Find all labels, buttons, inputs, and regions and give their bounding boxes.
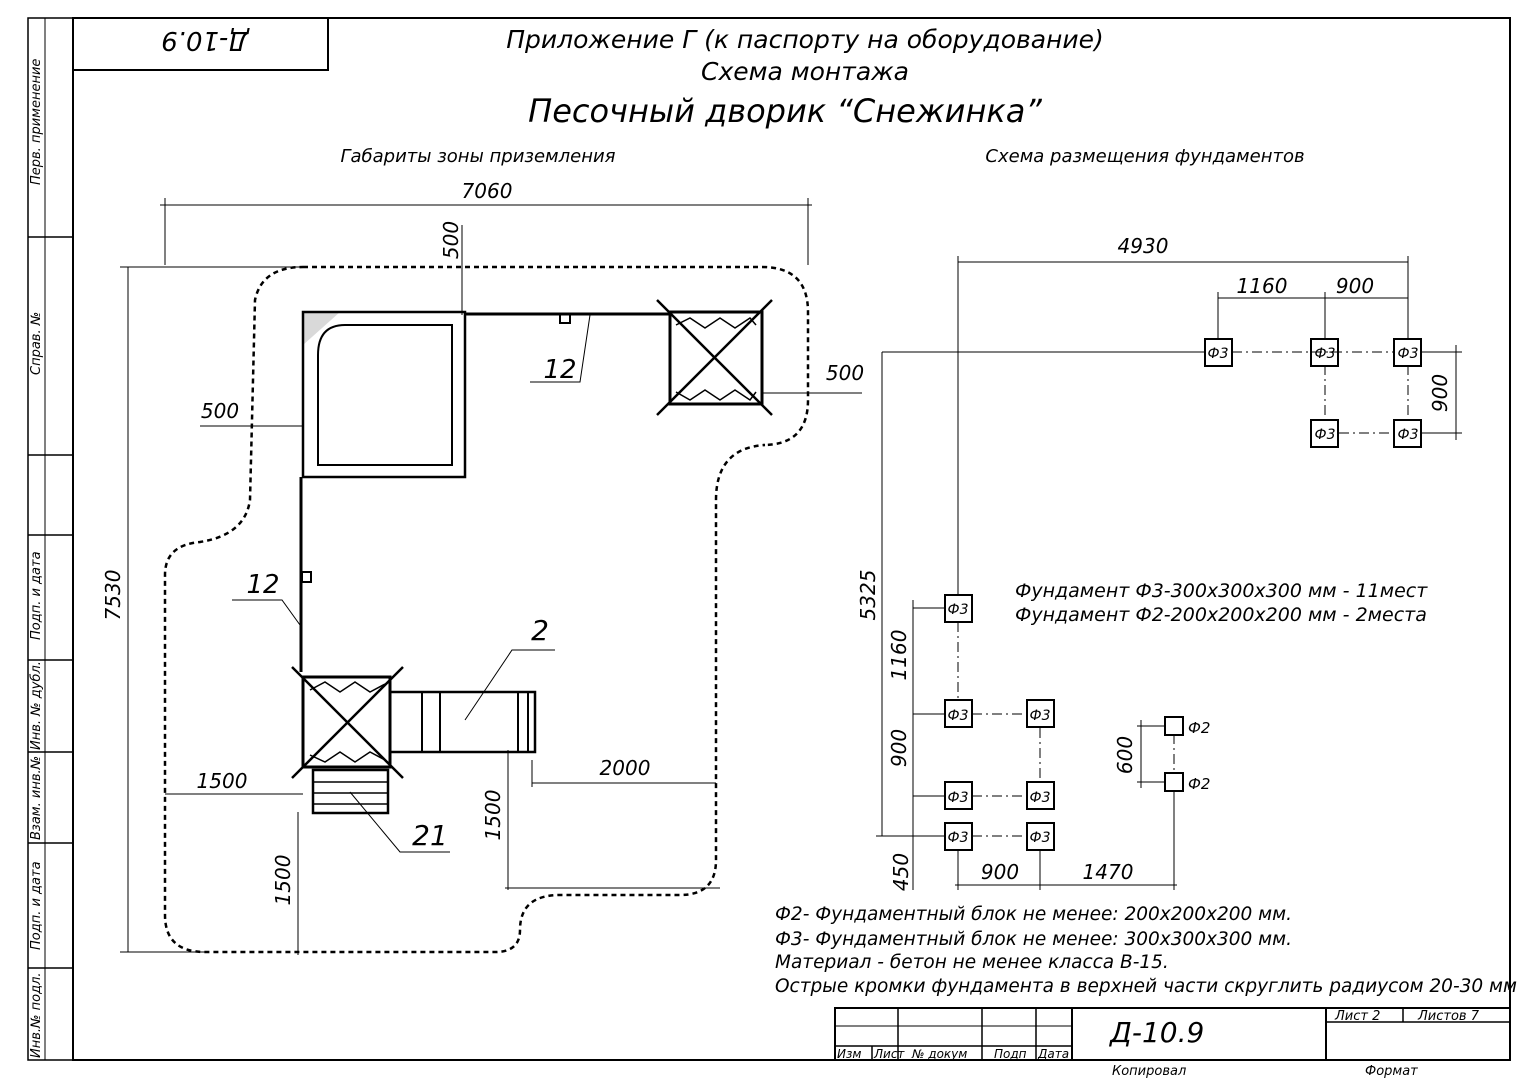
col-list: Лист <box>873 1047 905 1061</box>
foundation-f3: Ф3 <box>1310 419 1339 448</box>
dim-900-bottom: 900 <box>981 860 1019 884</box>
dim-1500-mid: 1500 <box>481 790 505 841</box>
foundation-count-1: Фундамент Ф3-300х300х300 мм - 11мест <box>1015 580 1428 602</box>
foundation-f3: Ф3 <box>944 822 973 851</box>
dim-450: 450 <box>889 853 913 891</box>
title-block <box>834 1007 1511 1061</box>
col-podp: Подп <box>994 1047 1027 1061</box>
svg-text:Ф3: Ф3 <box>948 602 969 618</box>
svg-text:Ф2: Ф2 <box>1188 775 1210 793</box>
dim-1500-left: 1500 <box>197 769 248 793</box>
title-block-sheets: Листов 7 <box>1417 1009 1480 1024</box>
dim-900-left: 900 <box>887 729 911 767</box>
right-dimension-lines <box>876 256 1462 890</box>
foundation-axes <box>957 351 1409 837</box>
svg-text:Ф3: Ф3 <box>1030 830 1051 846</box>
svg-text:Ф3: Ф3 <box>1398 427 1419 443</box>
dim-1470: 1470 <box>1083 860 1134 884</box>
dim-500-right: 500 <box>826 361 864 385</box>
side-label-1: Перв. применение <box>29 59 44 185</box>
left-dimension-lines <box>120 198 862 955</box>
svg-text:Ф2: Ф2 <box>1188 719 1210 737</box>
dim-4930: 4930 <box>1118 234 1169 258</box>
slide <box>388 690 537 754</box>
dim-5325: 5325 <box>856 570 880 621</box>
code-stamp <box>72 17 329 71</box>
foundations-f2: Ф2 Ф2 <box>1164 716 1210 793</box>
foundation-f2: Ф2 <box>1164 772 1210 793</box>
dim-1160-left: 1160 <box>887 630 911 681</box>
foundation-f3: Ф3 <box>944 699 973 728</box>
side-label-2: Справ. № <box>29 312 44 375</box>
side-label-5: Взам. инв.№ <box>29 756 44 840</box>
col-data: Дата <box>1037 1047 1069 1061</box>
side-strip <box>27 17 74 1061</box>
foundation-f3: Ф3 <box>944 594 973 623</box>
side-label-7: Инв.№ подл. <box>29 972 44 1058</box>
svg-text:Ф3: Ф3 <box>1030 790 1051 806</box>
foundation-f3: Ф3 <box>1026 822 1055 851</box>
note-2: Ф3- Фундаментный блок не менее: 300х300х… <box>775 929 1292 950</box>
note-3: Материал - бетон не менее класса В-15. <box>775 952 1169 973</box>
svg-text:Ф3: Ф3 <box>1030 708 1051 724</box>
foundation-f3: Ф3 <box>944 781 973 810</box>
foundations-f3: Ф3 Ф3 Ф3 Ф3 Ф3 Ф3 Ф3 Ф3 Ф3 Ф3 Ф3 Ф3 <box>944 338 1422 851</box>
foundation-f2: Ф2 <box>1164 716 1210 737</box>
svg-text:Ф3: Ф3 <box>1208 346 1229 362</box>
callout-21: 21 <box>412 819 448 852</box>
format-label: Формат <box>1365 1064 1418 1079</box>
title-block-code: Д-10.9 <box>1108 1016 1204 1049</box>
ladder <box>311 768 390 815</box>
dim-900-top: 900 <box>1336 274 1374 298</box>
sandbox-frame <box>299 310 670 672</box>
dim-900-right: 900 <box>1428 374 1452 412</box>
left-title: Габариты зоны приземления <box>340 146 615 167</box>
side-labels: Перв. применение Справ. № Подп. и дата И… <box>29 59 44 1058</box>
title-block-sheet: Лист 2 <box>1334 1009 1380 1024</box>
dim-1160-top: 1160 <box>1237 274 1288 298</box>
dim-500-left: 500 <box>201 399 239 423</box>
foundation-f3: Ф3 <box>1026 699 1055 728</box>
copied-label: Копировал <box>1112 1064 1186 1079</box>
dim-600: 600 <box>1113 736 1137 774</box>
foundation-f3: Ф3 <box>1204 338 1233 367</box>
foundation-f3: Ф3 <box>1310 338 1339 367</box>
landing-zone-outline <box>163 265 810 954</box>
dim-7060: 7060 <box>462 179 513 203</box>
side-label-6: Подп. и дата <box>29 861 44 950</box>
tower-bottom-left <box>291 666 404 779</box>
svg-text:Ф3: Ф3 <box>948 830 969 846</box>
foundation-f3: Ф3 <box>1393 338 1422 367</box>
foundation-count-2: Фундамент Ф2-200х200х200 мм - 2места <box>1015 604 1427 626</box>
code-stamp-text: Д-10.9 <box>161 25 250 55</box>
dim-500-top: 500 <box>439 221 463 259</box>
foundation-f3: Ф3 <box>1026 781 1055 810</box>
col-izm: Изм <box>837 1047 861 1061</box>
side-label-4: Инв. № дубл. <box>29 661 44 750</box>
svg-text:Ф3: Ф3 <box>948 790 969 806</box>
dim-1500-bottom: 1500 <box>271 855 295 906</box>
col-dokum: № докум <box>911 1047 967 1061</box>
dim-2000: 2000 <box>600 756 651 780</box>
dim-7530: 7530 <box>101 570 125 621</box>
callout-2: 2 <box>531 614 549 647</box>
svg-text:Ф3: Ф3 <box>1398 346 1419 362</box>
tower-top-right <box>656 299 773 416</box>
svg-text:Ф3: Ф3 <box>1315 427 1336 443</box>
callout-12-left: 12 <box>246 570 279 600</box>
svg-text:Ф3: Ф3 <box>948 708 969 724</box>
header-line-1: Приложение Г (к паспорту на оборудование… <box>506 25 1104 54</box>
note-1: Ф2- Фундаментный блок не менее: 200х200х… <box>775 904 1292 925</box>
foundation-f3: Ф3 <box>1393 419 1422 448</box>
header-line-3: Песочный дворик “Снежинка” <box>528 92 1042 130</box>
svg-text:Ф3: Ф3 <box>1315 346 1336 362</box>
side-label-3: Подп. и дата <box>29 551 44 640</box>
callout-12-top: 12 <box>543 355 576 385</box>
note-4: Острые кромки фундамента в верхней части… <box>775 976 1517 997</box>
header-line-2: Схема монтажа <box>701 57 909 86</box>
right-title: Схема размещения фундаментов <box>985 146 1304 167</box>
